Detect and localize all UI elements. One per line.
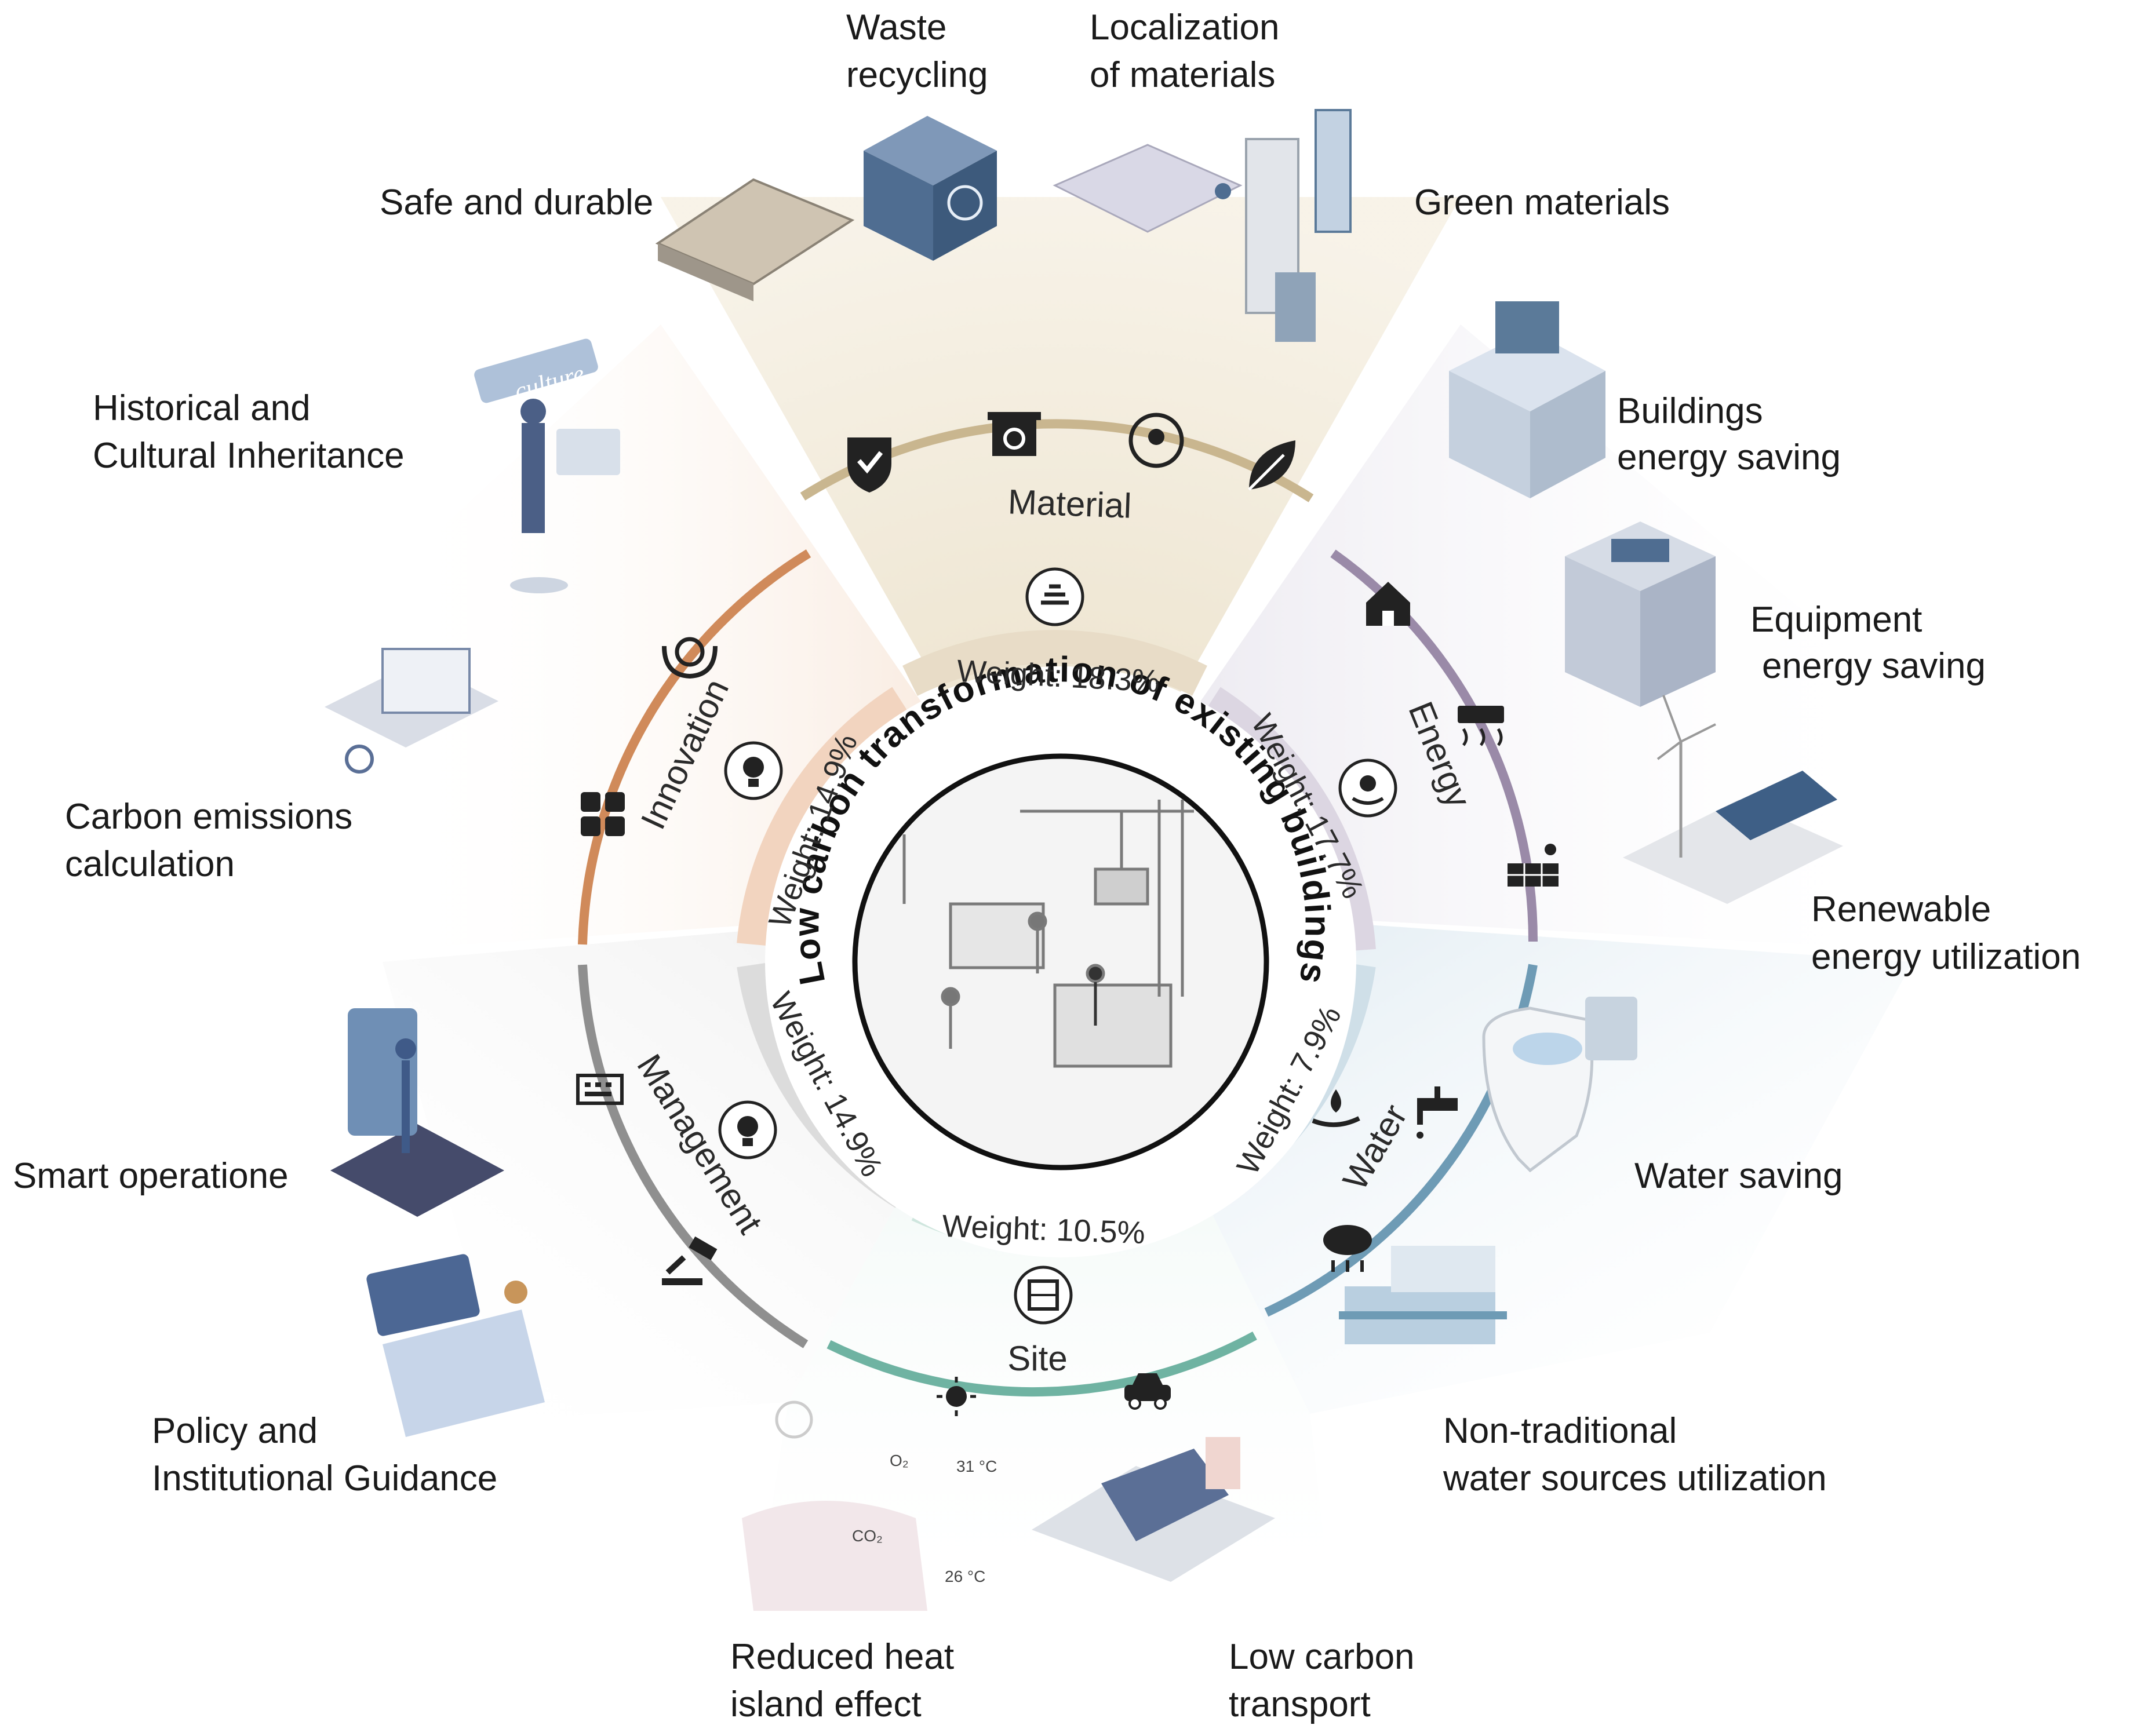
faucet-icon xyxy=(1417,1086,1458,1139)
o2-label: O₂ xyxy=(890,1451,909,1469)
keyboard-icon xyxy=(576,1074,624,1105)
policy-label-line2: Institutional Guidance xyxy=(152,1458,497,1498)
historical-illustration: culture xyxy=(474,338,620,593)
lightbulb-icon xyxy=(724,741,783,800)
safe-durable-illustration xyxy=(655,178,855,301)
nontraditional-water-illustration xyxy=(1339,1246,1507,1344)
buildings-energy-label-line1: Buildings xyxy=(1617,391,1763,431)
low-carbon-transport-label-line1: Low carbon xyxy=(1229,1637,1415,1677)
site-weight-label: Weight: 10.5% xyxy=(942,1209,1146,1250)
waste-recycling-label-line2: recycling xyxy=(846,55,988,95)
recycle-bin-icon xyxy=(988,412,1041,456)
water-saving-label: Water saving xyxy=(1634,1156,1843,1196)
material-sector xyxy=(661,197,1461,904)
ring-icons xyxy=(576,412,1559,1416)
green-materials-illustration xyxy=(1245,109,1352,342)
safe-durable-label: Safe and durable xyxy=(380,183,653,223)
low-carbon-transport-illustration xyxy=(1032,1437,1275,1582)
rain-cloud-icon xyxy=(1323,1225,1372,1272)
site-map-icon xyxy=(1014,1265,1073,1325)
lightbulb-icon xyxy=(718,1100,777,1159)
equipment-energy-illustration xyxy=(1565,521,1716,707)
historical-label-line1: Historical and xyxy=(93,388,311,428)
site-sector xyxy=(753,904,1333,1622)
site-label: Site xyxy=(1007,1339,1067,1378)
carbon-calculation-label-line2: calculation xyxy=(65,844,235,884)
heat-sun-icon xyxy=(937,1377,976,1416)
temp-low-label: 26 °C xyxy=(945,1567,985,1585)
location-globe-icon xyxy=(1128,413,1184,468)
materials-stack-icon xyxy=(1025,567,1084,626)
nontraditional-label-line1: Non-traditional xyxy=(1443,1411,1677,1451)
heat-island-label-line2: island effect xyxy=(730,1684,922,1724)
policy-illustration xyxy=(366,1254,545,1437)
car-icon xyxy=(1124,1373,1171,1410)
management-ring xyxy=(578,964,809,1348)
construction-scene-illustration xyxy=(902,800,1194,1068)
water-saving-illustration xyxy=(1482,997,1637,1173)
low-carbon-transport-label-line2: transport xyxy=(1229,1684,1371,1724)
carbon-calculation-illustration xyxy=(325,648,498,774)
innovation-weight-segment xyxy=(737,687,911,946)
heritage-hand-icon xyxy=(662,637,718,679)
house-icon xyxy=(1366,582,1410,626)
renewable-energy-illustration xyxy=(1623,695,1843,904)
water-drop-hand-icon xyxy=(1312,1089,1360,1128)
illustrations: 31 °C 26 °C CO₂ O₂ culture xyxy=(325,109,1843,1611)
renewable-label-line2: energy utilization xyxy=(1811,937,2081,977)
center-hub xyxy=(765,666,1356,1257)
leaf-icon xyxy=(1248,440,1295,491)
innovation-ring xyxy=(578,549,811,945)
buildings-energy-label-line2: energy saving xyxy=(1617,437,1841,477)
renewable-label-line1: Renewable xyxy=(1811,889,1991,929)
calculator-icon xyxy=(581,792,625,836)
localization-illustration xyxy=(1053,144,1243,233)
waste-recycling-label-line1: Waste xyxy=(846,8,946,48)
solar-panel-icon xyxy=(1508,844,1559,887)
air-conditioner-icon xyxy=(1458,706,1504,746)
equipment-energy-label-line1: Equipment xyxy=(1750,600,1922,640)
buildings-energy-illustration xyxy=(1449,301,1605,498)
carbon-calculation-label-line1: Carbon emissions xyxy=(65,797,352,837)
green-materials-label: Green materials xyxy=(1414,183,1670,223)
shield-check-icon xyxy=(847,437,891,493)
energy-bulb-hand-icon xyxy=(1338,758,1397,818)
gavel-icon xyxy=(662,1236,718,1285)
energy-weight-segment xyxy=(1202,687,1376,952)
localization-label-line2: of materials xyxy=(1090,55,1275,95)
waste-recycling-illustration xyxy=(864,116,997,261)
heat-island-illustration: 31 °C 26 °C CO₂ O₂ xyxy=(742,1401,997,1611)
material-label: Material xyxy=(1007,482,1133,525)
outer-labels: Safe and durable Waste recycling Localiz… xyxy=(13,8,2081,1724)
historical-label-line2: Cultural Inheritance xyxy=(93,436,405,476)
smart-operation-label: Smart operatione xyxy=(13,1156,289,1196)
material-weight-segment xyxy=(902,630,1207,696)
site-ring xyxy=(826,1331,1257,1397)
nontraditional-label-line2: water sources utilization xyxy=(1443,1458,1827,1498)
heat-island-label-line1: Reduced heat xyxy=(730,1637,954,1677)
localization-label-line1: Localization xyxy=(1090,8,1279,48)
policy-label-line1: Policy and xyxy=(152,1411,318,1451)
smart-operation-illustration xyxy=(330,1008,504,1217)
equipment-energy-label-line2: energy saving xyxy=(1762,646,1986,686)
temp-high-label: 31 °C xyxy=(956,1457,997,1475)
co2-label: CO₂ xyxy=(852,1527,883,1545)
